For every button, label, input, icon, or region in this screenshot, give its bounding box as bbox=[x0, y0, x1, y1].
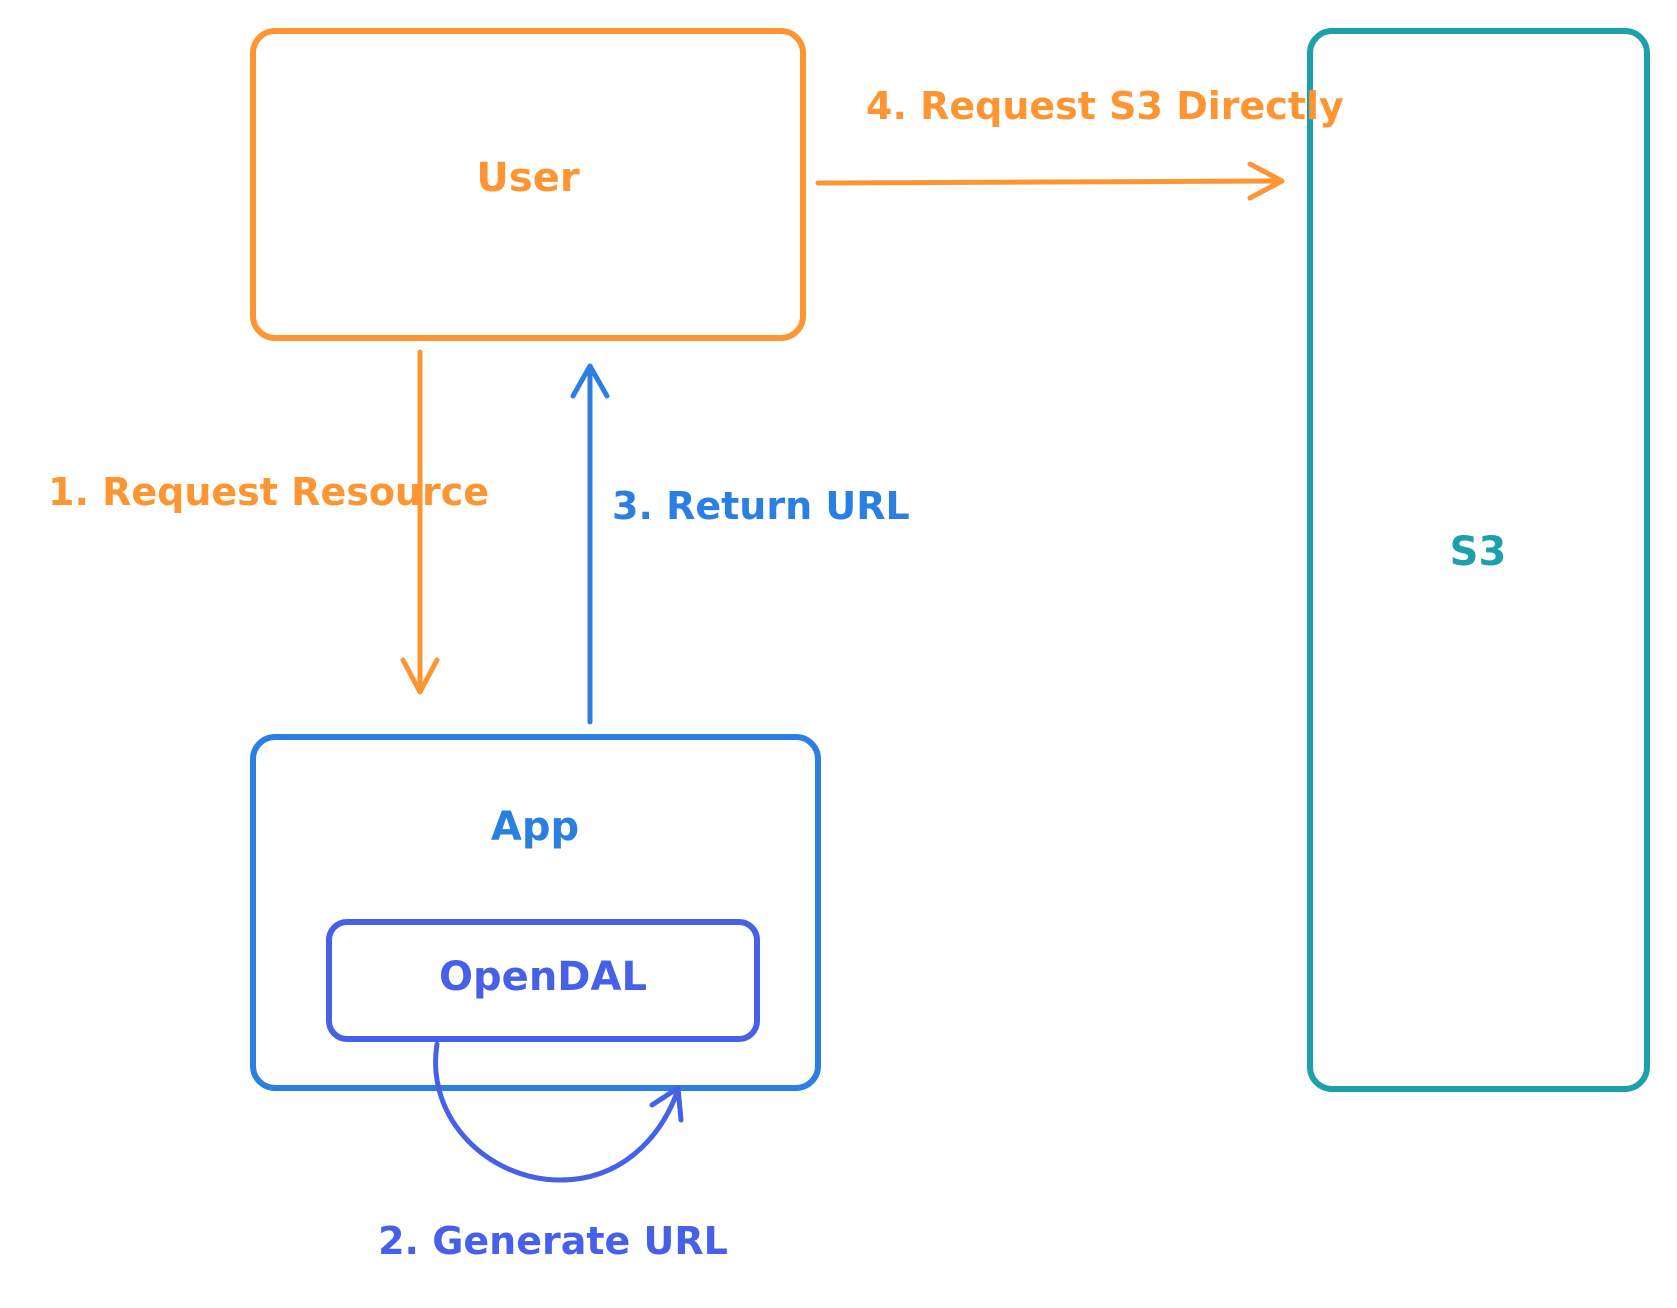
arrow-request-s3 bbox=[815, 161, 1285, 201]
s3-box bbox=[1307, 28, 1650, 1092]
app-label: App bbox=[491, 804, 579, 850]
arrow-return-url bbox=[570, 363, 610, 725]
label-request-resource: 1. Request Resource bbox=[48, 470, 489, 514]
opendal-box bbox=[326, 919, 760, 1042]
s3-label: S3 bbox=[1450, 529, 1507, 575]
label-generate-url: 2. Generate URL bbox=[378, 1219, 728, 1263]
arrow-request-resource bbox=[400, 349, 440, 695]
label-request-s3: 4. Request S3 Directly bbox=[866, 84, 1344, 128]
app-box bbox=[250, 734, 821, 1091]
user-label: User bbox=[476, 155, 579, 201]
opendal-label: OpenDAL bbox=[439, 954, 647, 1000]
user-box bbox=[250, 28, 806, 341]
arrow-generate-url bbox=[433, 1041, 684, 1183]
label-return-url: 3. Return URL bbox=[612, 484, 910, 528]
